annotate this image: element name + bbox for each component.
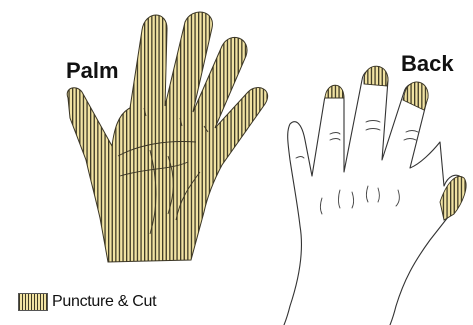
- back-hand-fingers-outline: [312, 68, 463, 306]
- knuckle-mark-11: [367, 186, 369, 202]
- knuckle-mark-1: [330, 133, 340, 135]
- knuckle-mark-7: [296, 157, 304, 159]
- knuckle-mark-9: [339, 190, 341, 208]
- knuckle-mark-3: [366, 121, 380, 123]
- back-fingertip-injuries: [325, 66, 466, 220]
- back-hand-outline: [284, 68, 463, 325]
- back-hand-wrist-right: [390, 306, 396, 325]
- back-hand-left-edge: [288, 122, 312, 306]
- knuckle-mark-13: [396, 190, 399, 206]
- knuckle-mark-2: [330, 139, 340, 141]
- back-knuckle-marks: [296, 121, 418, 215]
- knuckle-mark-5: [406, 131, 418, 133]
- legend-swatch-hatched: [18, 293, 48, 311]
- legend-label: Puncture & Cut: [52, 294, 156, 310]
- fingertip-index: [325, 85, 344, 98]
- back-label: Back: [401, 53, 454, 75]
- knuckle-mark-12: [378, 188, 380, 202]
- palm-hand-shape: [67, 12, 267, 262]
- palm-label: Palm: [66, 60, 119, 82]
- legend: Puncture & Cut: [18, 293, 156, 311]
- back-hand-wrist-left: [284, 306, 290, 325]
- knuckle-mark-4: [366, 129, 380, 131]
- fingertip-middle: [364, 66, 388, 86]
- back-hand: [284, 66, 466, 325]
- knuckle-mark-8: [321, 198, 323, 214]
- knuckle-mark-10: [352, 192, 354, 208]
- palm-hand: [67, 12, 267, 262]
- knuckle-mark-6: [404, 139, 416, 141]
